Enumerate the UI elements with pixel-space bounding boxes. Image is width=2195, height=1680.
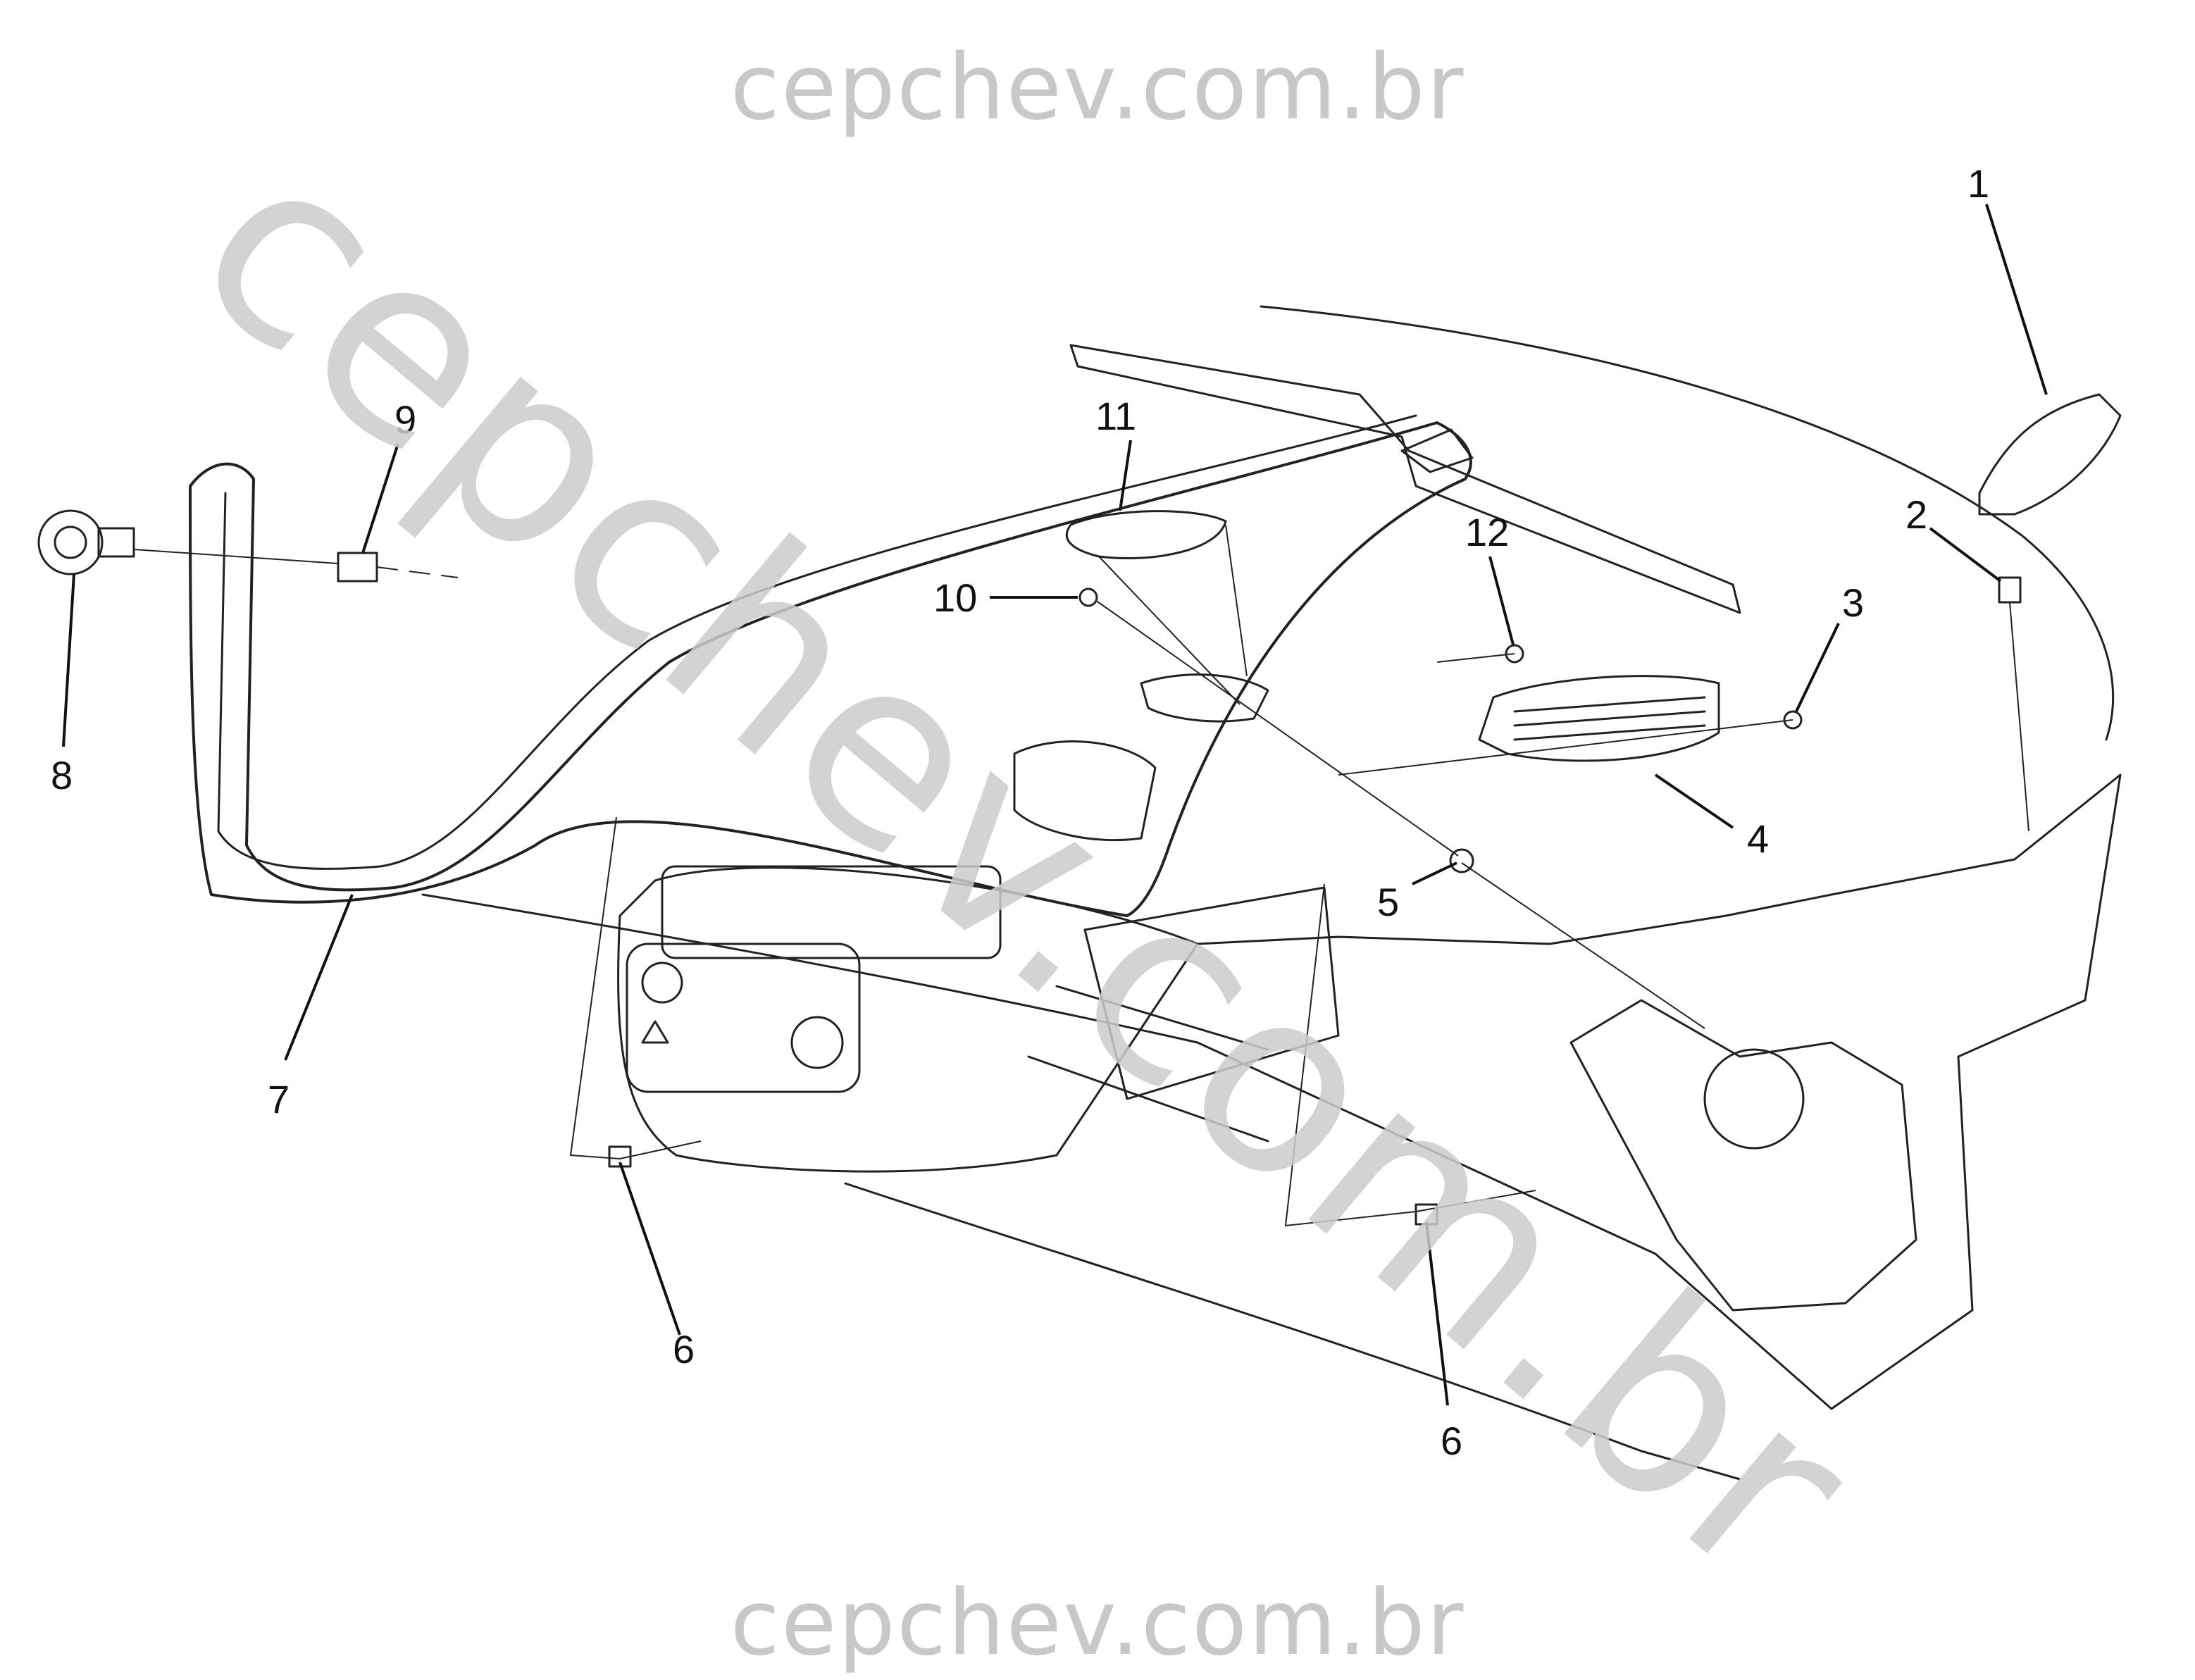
- climate-knob-left: [641, 962, 683, 1004]
- callout-7: 7: [268, 1077, 290, 1121]
- callout-3: 3: [1842, 580, 1864, 625]
- assembly-line-9: [376, 566, 459, 578]
- leader-6a: [618, 1162, 681, 1336]
- leader-2: [1929, 527, 2002, 583]
- assembly-bracket-6-left: [569, 816, 702, 1160]
- assembly-line-2: [2009, 602, 2029, 832]
- climate-panel: [626, 942, 861, 1093]
- hazard-button: [641, 1020, 669, 1044]
- leader-1: [1985, 204, 2048, 395]
- callout-9: 9: [394, 397, 416, 442]
- screw-part-3: [1783, 710, 1803, 730]
- vent-part-4-louvers: [1513, 696, 1706, 741]
- callout-11: 11: [1095, 394, 1136, 438]
- support-rib-1: [1055, 985, 1269, 1051]
- leader-12: [1488, 556, 1515, 645]
- callout-10: 10: [933, 575, 977, 620]
- callout-2: 2: [1905, 492, 1927, 537]
- trim-panel-part-7: [189, 421, 1472, 917]
- vent-part-11: [1065, 510, 1227, 559]
- callout-12: 12: [1465, 510, 1509, 554]
- steering-column-opening: [1703, 1048, 1805, 1150]
- glovebox-frame: [1083, 886, 1340, 1100]
- callout-5: 5: [1377, 880, 1399, 924]
- support-rib-2: [1027, 1055, 1269, 1143]
- speaker-grille-part-1: [1978, 393, 2122, 516]
- callout-6-right: 6: [1441, 1419, 1462, 1463]
- leader-8: [62, 573, 75, 747]
- callout-8: 8: [51, 753, 73, 797]
- dashboard-upper-outline: [1260, 305, 2115, 741]
- leader-3: [1795, 623, 1840, 712]
- leader-9: [361, 443, 399, 554]
- vent-part-4: [1478, 675, 1720, 762]
- nut-part-5: [1449, 848, 1474, 873]
- center-stack-bezel: [617, 866, 1199, 1173]
- trim-panel-inner-edge: [217, 414, 1417, 870]
- callout-4: 4: [1747, 816, 1769, 861]
- assembly-line-11-a: [1225, 524, 1248, 677]
- leader-11: [1119, 440, 1132, 511]
- leader-4: [1654, 773, 1734, 829]
- callout-6-left: 6: [673, 1327, 695, 1371]
- leader-5: [1412, 861, 1457, 885]
- assembly-line-11-b: [1098, 556, 1240, 705]
- screw-part-10: [1078, 587, 1098, 607]
- trim-panel-vent-opening: [1013, 740, 1157, 842]
- screw-part-12: [1505, 644, 1524, 664]
- watermark-bottom: cepchev.com.br: [730, 1571, 1465, 1676]
- switch-part-8-housing: [97, 527, 135, 558]
- switch-part-8: [37, 509, 104, 575]
- dashboard-defrost-vent: [1069, 344, 1741, 614]
- dashboard-center-vent: [1400, 428, 1474, 473]
- trim-panel-upper-opening: [1140, 673, 1269, 723]
- assembly-line-12: [1436, 653, 1515, 663]
- assembly-line-10: [1095, 599, 1459, 857]
- watermark-top: cepchev.com.br: [730, 35, 1465, 140]
- assembly-line-8-9: [133, 549, 339, 564]
- callout-1: 1: [1967, 161, 1989, 206]
- leader-6b: [1425, 1221, 1449, 1406]
- leader-7: [284, 894, 354, 1061]
- climate-knob-right: [790, 1016, 844, 1069]
- assembly-line-5: [1461, 862, 1705, 1029]
- assembly-line-3: [1338, 719, 1793, 776]
- dashboard-lower-body: [421, 773, 2122, 1410]
- knee-bolster-structure: [1569, 999, 1917, 1312]
- switch-part-8-button: [54, 525, 87, 559]
- center-display: [661, 865, 1002, 959]
- dashboard-lower-edge: [844, 1182, 1741, 1481]
- clip-part-9: [337, 552, 378, 583]
- clip-part-2: [1998, 576, 2022, 604]
- assembly-bracket-6-right: [1284, 883, 1536, 1227]
